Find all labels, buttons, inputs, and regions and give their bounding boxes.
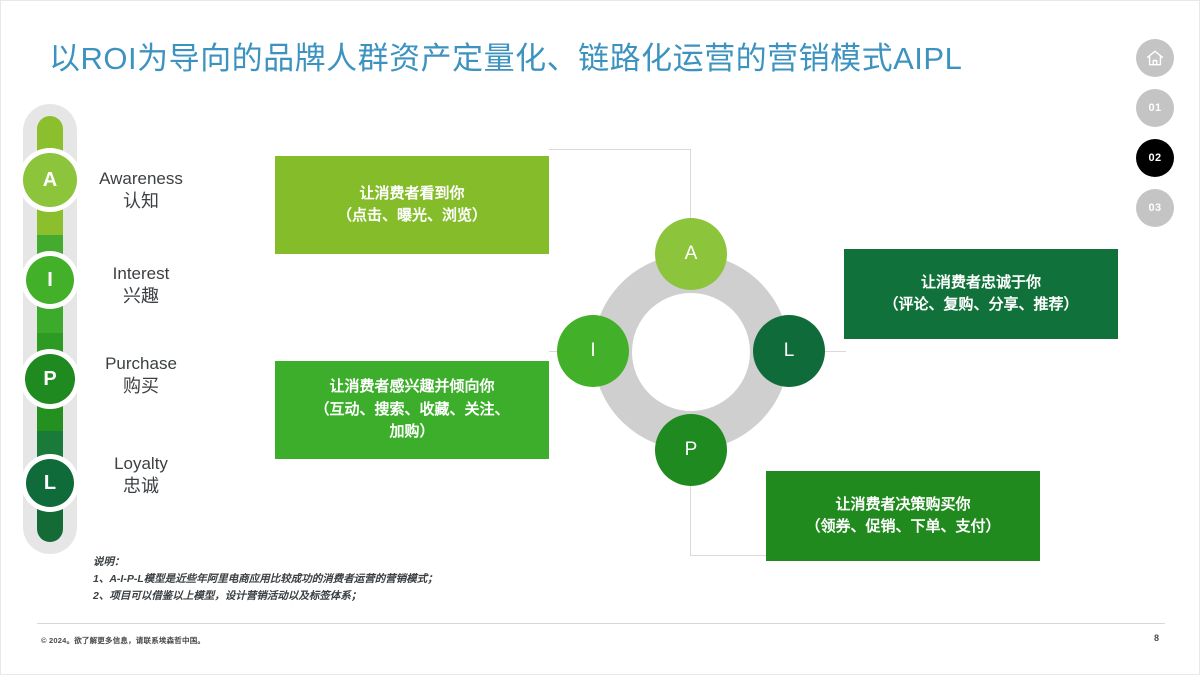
stage-label-purchase: Purchase 购买 bbox=[56, 353, 226, 399]
rail-node-letter: L bbox=[43, 471, 57, 494]
callout-text: 让消费者看到你 （点击、曝光、浏览） bbox=[336, 184, 487, 225]
cycle-node-awareness[interactable]: A bbox=[655, 218, 727, 290]
nav-item-03[interactable]: 03 bbox=[1136, 189, 1174, 227]
rail-segment bbox=[37, 431, 63, 457]
callout-text: 让消费者决策购买你 （领券、促销、下单、支付） bbox=[805, 495, 1001, 536]
callout-text: 让消费者忠诚于你 （评论、复购、分享、推荐） bbox=[883, 273, 1079, 314]
cycle-node-loyalty[interactable]: L bbox=[753, 315, 825, 387]
page-title: 以ROI为导向的品牌人群资产定量化、链路化运营的营销模式AIPL bbox=[49, 41, 963, 76]
connector-purchase-vertical bbox=[690, 441, 691, 556]
stage-label-awareness: Awareness 认知 bbox=[56, 168, 226, 214]
footnote-block: 说明： 1、A-I-P-L模型是近些年阿里电商应用比较成功的消费者运营的营销模式… bbox=[93, 556, 438, 602]
page-number: 8 bbox=[1153, 633, 1159, 643]
stage-label-loyalty: Loyalty 忠诚 bbox=[56, 453, 226, 499]
stage-label-cn: 购买 bbox=[123, 376, 159, 397]
home-nav-button[interactable] bbox=[1136, 39, 1174, 77]
stage-label-en: Purchase bbox=[105, 354, 177, 373]
connector-awareness-horizontal bbox=[549, 149, 691, 150]
cycle-node-letter: I bbox=[590, 340, 596, 361]
stage-label-en: Loyalty bbox=[114, 454, 168, 473]
rail-node-purchase[interactable]: P bbox=[25, 354, 75, 404]
cycle-ring-hole bbox=[632, 293, 750, 411]
stage-label-interest: Interest 兴趣 bbox=[56, 263, 226, 309]
nav-item-01[interactable]: 01 bbox=[1136, 89, 1174, 127]
connector-purchase-horizontal bbox=[690, 555, 820, 556]
rail-node-letter: P bbox=[43, 367, 57, 390]
loyalty-callout[interactable]: 让消费者忠诚于你 （评论、复购、分享、推荐） bbox=[844, 249, 1118, 339]
rail-node-letter: A bbox=[42, 168, 58, 191]
section-nav-rail: 01 02 03 bbox=[1131, 39, 1179, 227]
awareness-callout[interactable]: 让消费者看到你 （点击、曝光、浏览） bbox=[275, 156, 549, 254]
connector-awareness-vertical bbox=[690, 149, 691, 264]
cycle-node-purchase[interactable]: P bbox=[655, 414, 727, 486]
callout-text: 让消费者感兴趣并倾向你 （互动、搜索、收藏、关注、 加购） bbox=[314, 378, 510, 441]
rail-segment bbox=[37, 235, 63, 257]
cycle-node-interest[interactable]: I bbox=[557, 315, 629, 387]
stage-label-en: Interest bbox=[112, 264, 170, 283]
aipl-cycle-diagram: A I P L bbox=[557, 218, 825, 486]
nav-item-02[interactable]: 02 bbox=[1136, 139, 1174, 177]
cycle-node-letter: P bbox=[684, 439, 698, 460]
stage-label-en: Awareness bbox=[99, 169, 183, 188]
interest-callout[interactable]: 让消费者感兴趣并倾向你 （互动、搜索、收藏、关注、 加购） bbox=[275, 361, 549, 459]
rail-node-awareness[interactable]: A bbox=[23, 153, 77, 207]
rail-node-interest[interactable]: I bbox=[26, 256, 74, 304]
stage-label-cn: 兴趣 bbox=[123, 286, 159, 307]
cycle-node-letter: A bbox=[684, 243, 698, 264]
cycle-node-letter: L bbox=[783, 340, 795, 361]
stage-label-cn: 忠诚 bbox=[123, 476, 159, 497]
copyright-text: © 2024。欲了解更多信息，请联系埃森哲中国。 bbox=[41, 636, 206, 645]
rail-node-letter: I bbox=[47, 268, 53, 291]
rail-node-loyalty[interactable]: L bbox=[26, 459, 74, 507]
footer-divider bbox=[37, 623, 1165, 624]
stage-label-cn: 认知 bbox=[123, 191, 159, 212]
purchase-callout[interactable]: 让消费者决策购买你 （领券、促销、下单、支付） bbox=[766, 471, 1040, 561]
aipl-progress-rail: A I P L bbox=[23, 104, 77, 554]
home-icon bbox=[1145, 48, 1165, 68]
